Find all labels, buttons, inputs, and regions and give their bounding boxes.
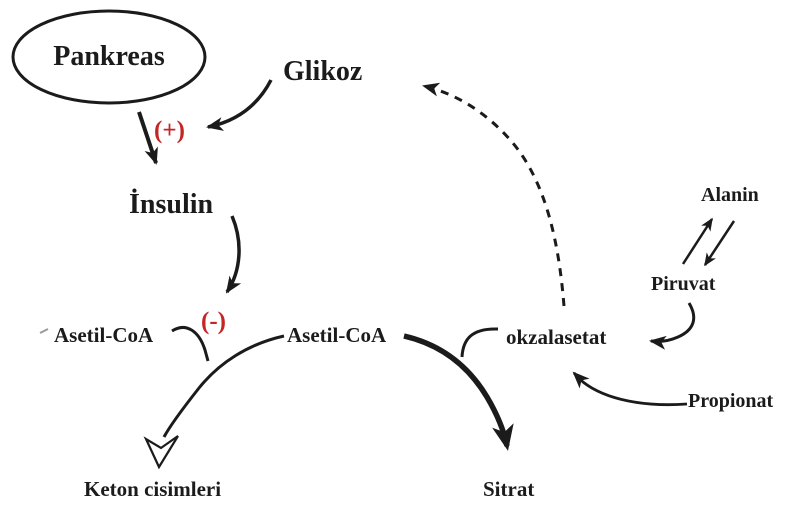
arrow-glikoz-to-plus (206, 79, 273, 131)
piruvat-label: Piruvat (651, 273, 716, 295)
arrow-piruvat-to-alanin (681, 217, 714, 265)
pankreas-ellipse (11, 9, 207, 105)
glikoz-label: Glikoz (283, 56, 363, 87)
sitrat-label: Sitrat (483, 477, 535, 501)
asetil-coa-center-label: Asetil-CoA (287, 323, 387, 347)
propionat-label: Propionat (688, 390, 774, 412)
arrow-propionat-to-okzalasetat (572, 371, 688, 407)
keton-cisimleri-label: Keton cisimleri (84, 477, 222, 501)
asetil-coa-left-label: Asetil-CoA (54, 323, 154, 347)
okzalasetat-label: okzalasetat (506, 325, 607, 349)
alanin-label: Alanin (701, 184, 759, 206)
arrow-alanin-to-piruvat (703, 220, 736, 267)
curve-asetilcoa-left-hook (171, 326, 210, 362)
minus-sign-label: (-) (201, 308, 226, 335)
left-edge-tick (39, 328, 49, 334)
arrow-asetilcoa-to-keton (162, 334, 285, 438)
pankreas-label: Pankreas (53, 41, 165, 72)
insulin-label: İnsulin (129, 189, 214, 220)
arrow-insulin-to-minus (225, 215, 242, 294)
arrow-pankreas-to-insulin (137, 111, 158, 165)
arrow-asetilcoa-to-sitrat (403, 333, 514, 451)
node-pankreas: Pankreas (12, 10, 206, 104)
open-arrowhead-keton (143, 435, 179, 470)
curve-okzalasetat-hook (460, 327, 499, 358)
arrow-piruvat-to-okzalasetat (649, 302, 696, 350)
arrow-dashed-okzalasetat-to-glikoz (422, 82, 566, 307)
plus-sign-label: (+) (154, 117, 185, 144)
